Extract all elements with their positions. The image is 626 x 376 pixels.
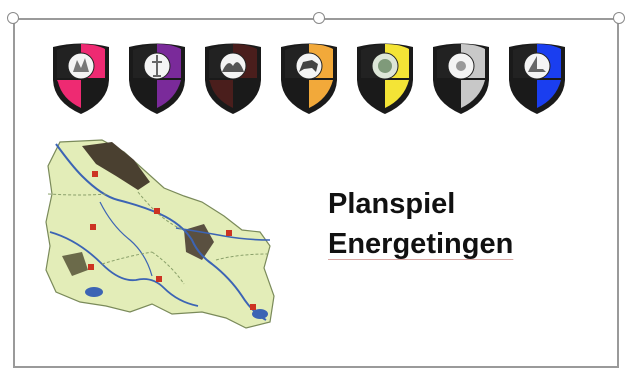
regional-map-image <box>45 139 275 329</box>
title-line-energetingen: Energetingen <box>328 228 514 260</box>
emblem-mark <box>299 60 318 72</box>
shield-lower-accent <box>209 80 233 108</box>
map-river <box>55 143 267 321</box>
map-border <box>47 191 269 285</box>
resize-handle-top-center[interactable] <box>313 12 325 24</box>
shield-icon <box>357 43 413 114</box>
shield-icon <box>53 43 109 114</box>
resize-handle-top-left[interactable] <box>7 12 19 24</box>
shield-icon <box>205 43 261 114</box>
map-lake <box>85 287 103 297</box>
slide-title[interactable]: Planspiel Energetingen <box>328 184 588 264</box>
map-mountains <box>82 142 150 190</box>
map-town-marker <box>156 276 162 282</box>
shield-icon <box>281 43 337 114</box>
shield-lower-accent <box>157 80 181 108</box>
map-town-marker <box>92 171 98 177</box>
emblem-mark <box>222 62 244 72</box>
shield-lower-accent <box>537 80 561 108</box>
emblem-mark <box>456 61 466 71</box>
map-town-marker <box>250 304 256 310</box>
emblem-mark <box>528 56 546 72</box>
map-town-marker <box>90 224 96 230</box>
map-river <box>175 227 271 241</box>
map-town-marker <box>88 264 94 270</box>
title-line-planspiel: Planspiel <box>328 188 456 220</box>
map-town-marker <box>226 230 232 236</box>
resize-handle-top-right[interactable] <box>613 12 625 24</box>
emblem-mark <box>378 59 392 73</box>
shield-lower-accent <box>57 80 81 108</box>
map-town-marker <box>154 208 160 214</box>
map-river <box>49 231 199 307</box>
shield-icon <box>433 43 489 114</box>
map-land-area <box>45 139 275 329</box>
map-lake <box>252 309 268 319</box>
map-river <box>99 201 153 277</box>
coat-of-arms-row <box>48 38 568 118</box>
emblem-mark <box>73 58 89 72</box>
shield-lower-accent <box>461 80 485 108</box>
shield-lower-accent <box>385 80 409 108</box>
shield-icon <box>509 43 565 114</box>
shield-lower-accent <box>309 80 333 108</box>
emblem-mark <box>152 55 162 77</box>
map-mountains <box>62 252 88 276</box>
emblem-disc <box>67 52 95 80</box>
shield-icon <box>129 43 185 114</box>
